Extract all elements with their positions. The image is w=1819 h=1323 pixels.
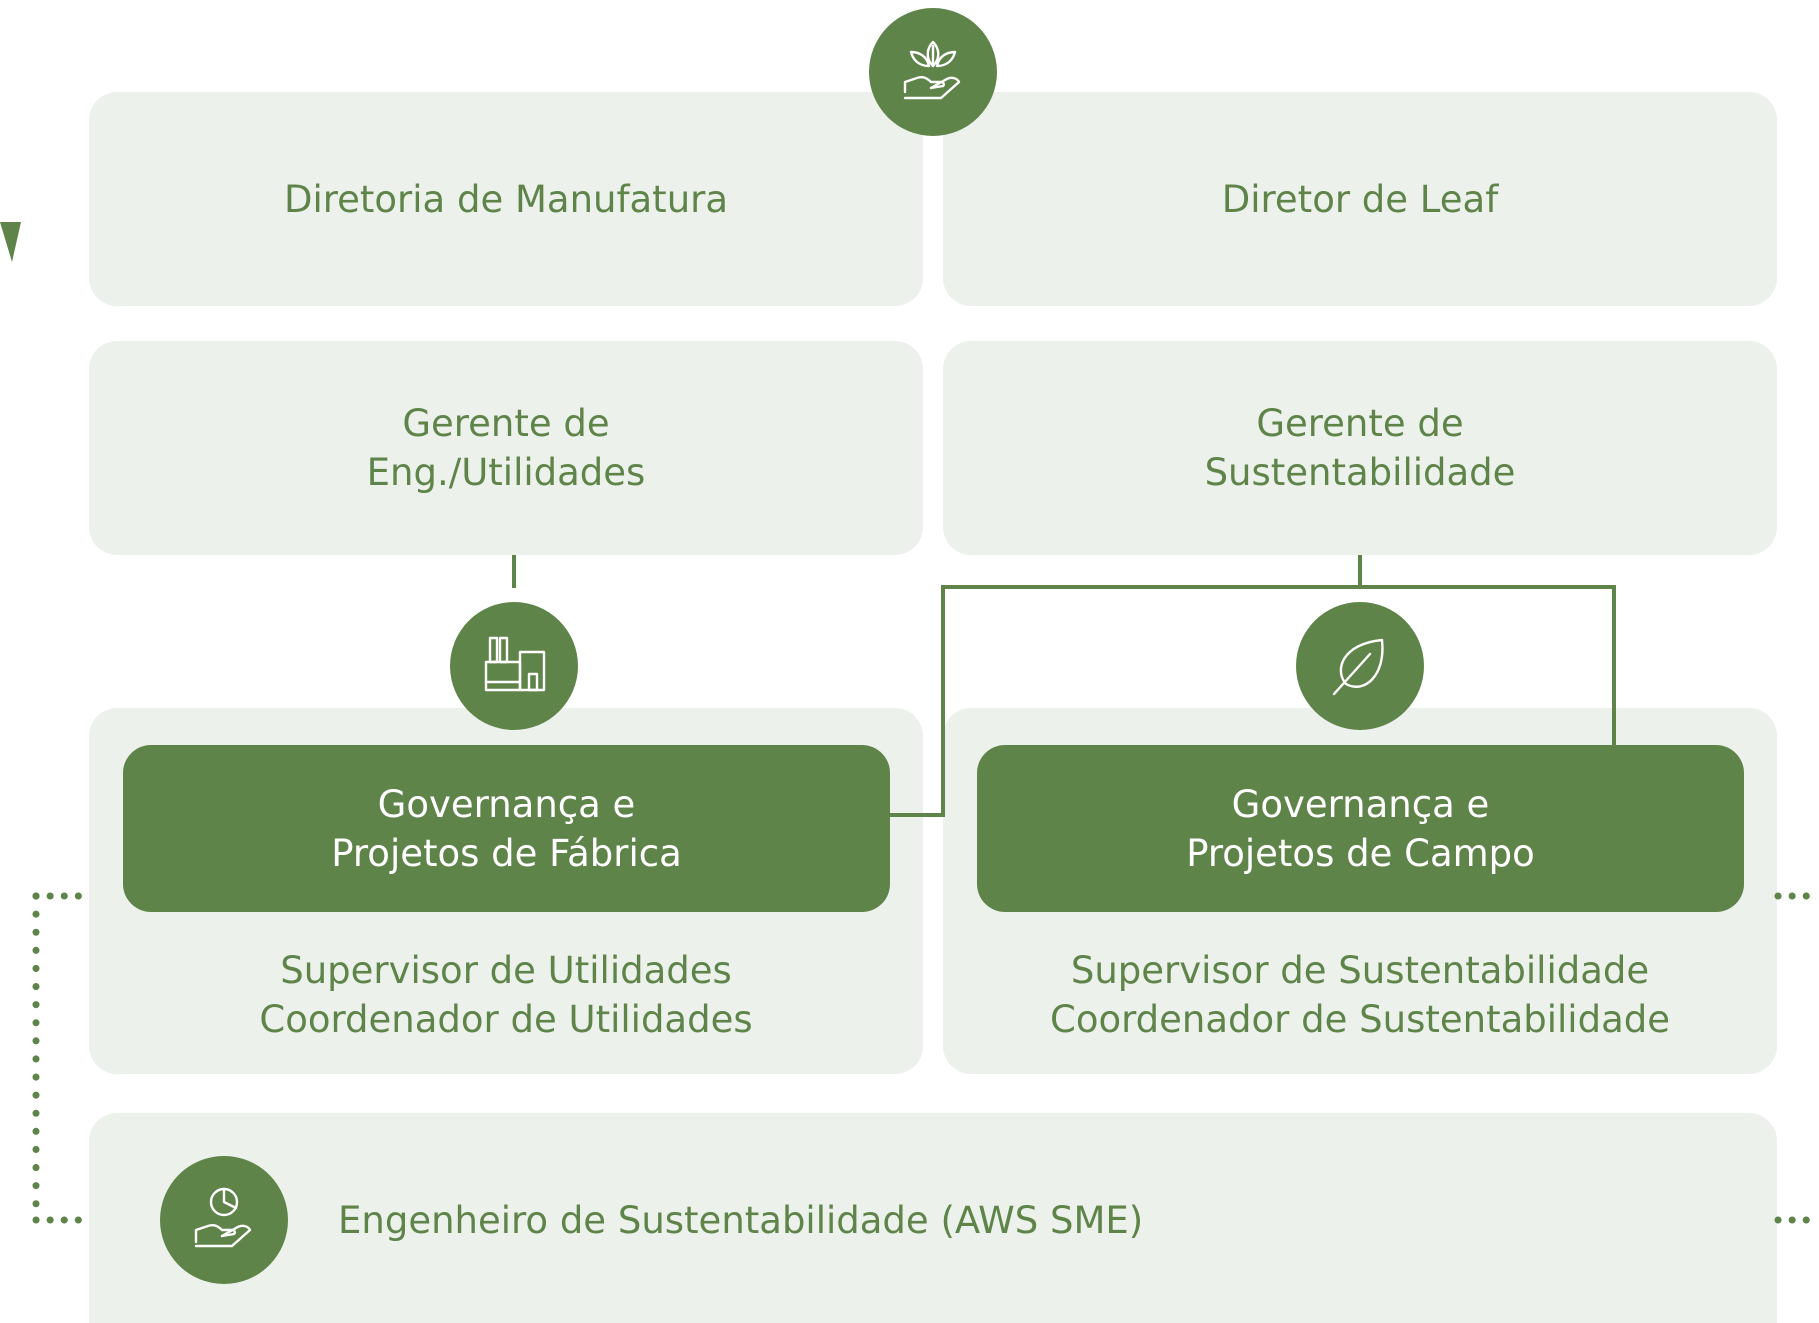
label-diretoria-manufatura: Diretoria de Manufatura <box>283 177 729 221</box>
label-engenheiro-sustentabilidade: Engenheiro de Sustentabilidade (AWS SME) <box>338 1198 1144 1242</box>
panel-top-right <box>943 92 1777 306</box>
panel-second-right <box>943 341 1777 555</box>
plant-hand-icon <box>869 8 997 136</box>
arrow-triangle-shape <box>0 222 21 262</box>
panel-bottom <box>89 1113 1777 1323</box>
label-gerente-sustentabilidade: Gerente de Sustentabilidade <box>1204 402 1516 494</box>
chart-hand-icon <box>160 1156 288 1284</box>
leaf-icon <box>1296 602 1424 730</box>
label-roles-sustentabilidade: Supervisor de Sustentabilidade Coordenad… <box>1049 949 1670 1041</box>
governance-factory-box: Governança e Projetos de Fábrica <box>123 745 890 912</box>
label-gerente-eng-utilidades: Gerente de Eng./Utilidades <box>366 402 646 494</box>
label-diretor-leaf: Diretor de Leaf <box>1221 177 1499 221</box>
panel-top-left <box>89 92 923 306</box>
governance-field-box: Governança e Projetos de Campo <box>977 745 1744 912</box>
label-roles-utilidades: Supervisor de Utilidades Coordenador de … <box>259 949 753 1041</box>
factory-icon <box>450 602 578 730</box>
panel-second-left <box>89 341 923 555</box>
